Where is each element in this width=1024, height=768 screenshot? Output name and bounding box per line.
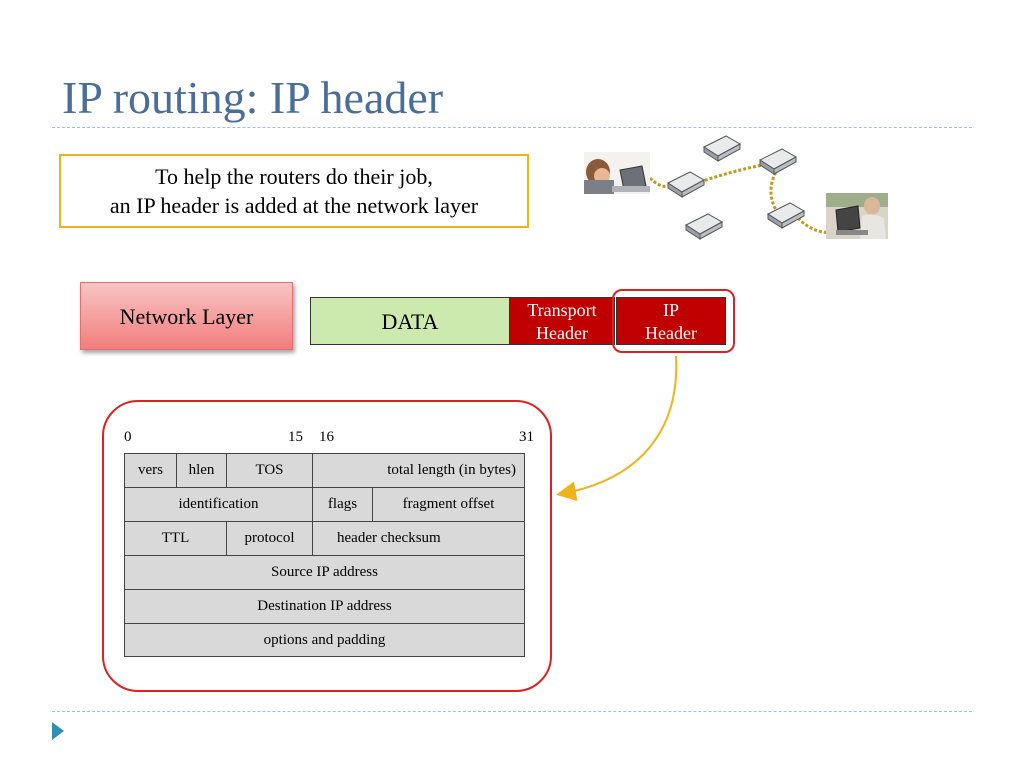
field-protocol: protocol: [227, 522, 313, 556]
field-total-length: total length (in bytes): [313, 454, 524, 488]
ip-header-format-table: vers hlen TOS total length (in bytes) id…: [124, 453, 525, 657]
arrow-curve: [556, 355, 678, 502]
ip-header-highlight-ring: [612, 289, 735, 353]
packet-ip-header: IP Header: [616, 297, 726, 345]
field-header-checksum: header checksum: [313, 522, 524, 556]
field-flags: flags: [313, 488, 373, 522]
field-hlen: hlen: [177, 454, 227, 488]
field-options-padding: options and padding: [125, 624, 524, 656]
router-icon-2: [702, 135, 742, 162]
slide-bullet-icon: [52, 722, 64, 740]
field-fragment-offset: fragment offset: [373, 488, 524, 522]
field-tos: TOS: [227, 454, 313, 488]
bit-label-16: 16: [319, 429, 334, 445]
ip-header-detail-ring: [102, 400, 552, 692]
field-ttl: TTL: [125, 522, 227, 556]
callout-box: To help the routers do their job, an IP …: [59, 154, 529, 228]
link-router2-router4: [769, 167, 780, 211]
slide-title: IP routing: IP header: [62, 72, 444, 123]
router-icon-5: [684, 213, 724, 240]
user-left-photo-icon: [584, 152, 650, 194]
transport-header-line-1: Transport: [527, 300, 597, 320]
field-destination-ip: Destination IP address: [125, 590, 524, 624]
top-divider: [52, 127, 972, 128]
packet-data-segment: DATA: [310, 297, 510, 345]
bit-label-15: 15: [288, 429, 303, 445]
field-vers: vers: [125, 454, 177, 488]
ip-header-line-2: Header: [645, 323, 697, 343]
router-icon-3: [758, 148, 798, 175]
callout-line-2: an IP header is added at the network lay…: [109, 193, 479, 218]
bottom-divider: [52, 711, 972, 712]
transport-header-line-2: Header: [536, 323, 588, 343]
field-identification: identification: [125, 488, 313, 522]
callout-line-1: To help the routers do their job,: [155, 164, 433, 189]
user-right-photo-icon: [826, 193, 888, 239]
bit-label-0: 0: [124, 429, 132, 445]
bit-label-31: 31: [519, 429, 534, 445]
router-icon-1: [666, 171, 706, 198]
network-layer-label: Network Layer: [80, 282, 293, 350]
packet-transport-header: Transport Header: [509, 297, 615, 345]
router-icon-4: [766, 202, 806, 229]
field-source-ip: Source IP address: [125, 556, 524, 590]
ip-header-line-1: IP: [662, 300, 679, 320]
link-router1-router2: [699, 162, 769, 184]
